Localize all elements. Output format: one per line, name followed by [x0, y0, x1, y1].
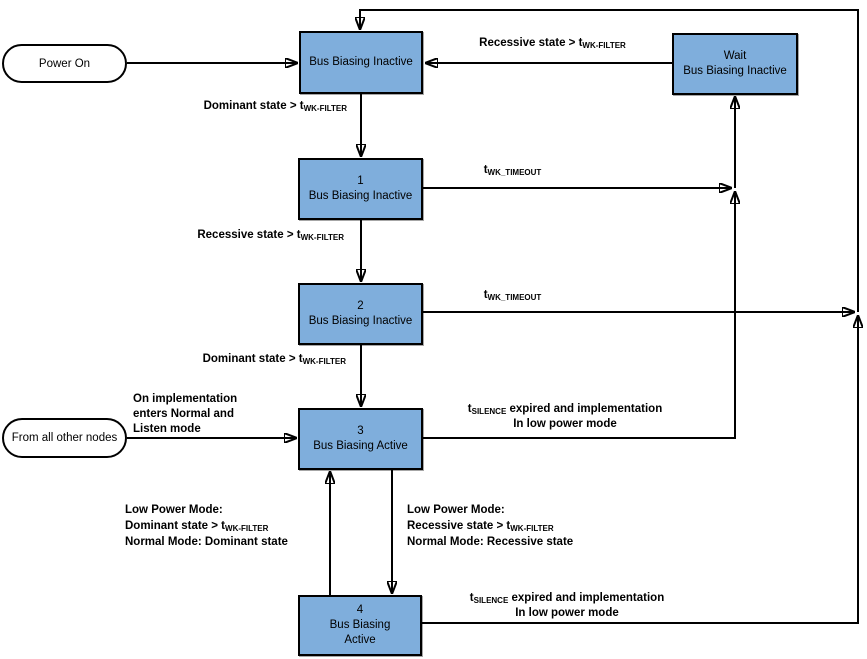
node-label: Wait: [723, 50, 747, 62]
label-wk-timeout-1: tWK_TIMEOUT: [483, 164, 542, 177]
node-label: Active: [344, 634, 376, 646]
label-dominant-state-top: Dominant state > tWK-FILTER: [203, 100, 347, 113]
node-from-all-label: From all other nodes: [11, 432, 118, 444]
edge-outer-loop-to-top: [360, 9, 859, 312]
label-wk-timeout-2: tWK_TIMEOUT: [483, 289, 542, 302]
node-wait-bus-biasing-inactive: Wait Bus Biasing Inactive: [672, 33, 798, 95]
node-state3-bus-biasing-active: 3 Bus Biasing Active: [298, 408, 423, 470]
edge-state4-silence-up: [422, 317, 858, 624]
label-dominant-state-2-3: Dominant state > tWK-FILTER: [202, 353, 346, 366]
node-label: Bus Biasing Inactive: [309, 56, 413, 68]
label-recessive-state-1-2: Recessive state > tWK-FILTER: [197, 229, 344, 242]
edge-state3-silence-up: [423, 193, 735, 439]
label-low-power-right: Low Power Mode: Recessive state > tWK-FI…: [407, 504, 574, 548]
node-power-on-label: Power On: [38, 57, 91, 70]
node-from-all-other-nodes: From all other nodes: [2, 418, 127, 458]
node-label: Bus Biasing Inactive: [308, 315, 413, 327]
label-low-power-left: Low Power Mode: Dominant state > tWK-FIL…: [125, 504, 288, 548]
node-label: Bus Biasing Inactive: [308, 190, 413, 202]
node-state2-bus-biasing-inactive: 2 Bus Biasing Inactive: [298, 283, 423, 345]
node-bus-biasing-inactive-top: Bus Biasing Inactive: [299, 31, 423, 94]
node-number: 4: [356, 604, 364, 616]
node-number: 3: [357, 425, 364, 437]
label-on-implementation: On implementation enters Normal and List…: [133, 393, 238, 435]
node-number: 2: [357, 300, 364, 312]
node-state1-bus-biasing-inactive: 1 Bus Biasing Inactive: [298, 158, 423, 220]
node-state4-bus-biasing-active: 4 Bus Biasing Active: [298, 595, 422, 656]
label-silence-state3: tSILENCE expired and implementation In l…: [467, 403, 663, 430]
node-power-on: Power On: [2, 44, 127, 83]
node-label: Bus Biasing Active: [313, 440, 408, 452]
node-label: Bus Biasing: [329, 619, 391, 631]
node-label: Bus Biasing Inactive: [683, 65, 787, 77]
label-silence-state4: tSILENCE expired and implementation In l…: [469, 592, 665, 619]
label-recessive-state-wait: Recessive state > tWK-FILTER: [479, 37, 626, 50]
node-number: 1: [357, 175, 364, 187]
